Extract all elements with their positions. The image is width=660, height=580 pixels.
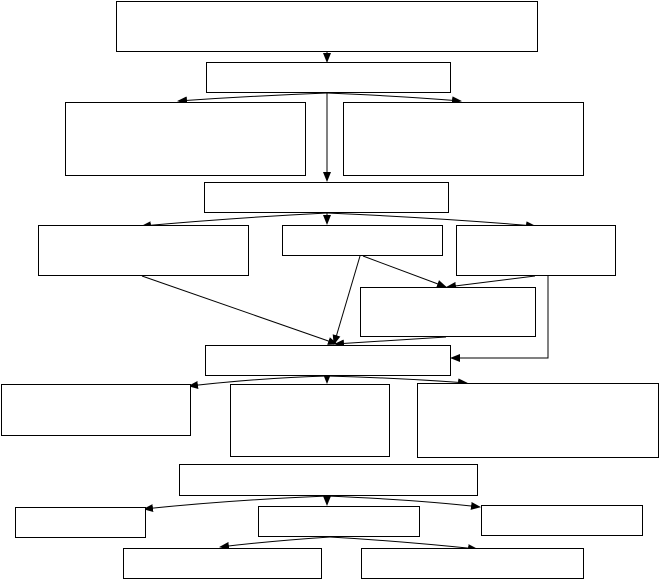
node-level5-left	[38, 225, 249, 276]
edge-level2-to-right	[326, 92, 462, 105]
node-level8-middle	[230, 384, 390, 457]
node-level6	[360, 287, 536, 337]
node-level7	[205, 345, 451, 376]
node-top	[116, 1, 538, 52]
edge-level6-to-level7	[334, 336, 447, 348]
node-level3-right	[343, 102, 584, 176]
edge-level10-to-right	[329, 536, 478, 553]
edge-level9-to-left	[143, 495, 328, 513]
node-level8-right	[417, 383, 659, 458]
node-level5-right	[456, 225, 616, 276]
edge-level2-to-left	[177, 92, 328, 105]
node-level11-left	[123, 548, 322, 579]
edge-level4-to-left	[141, 212, 328, 230]
node-level10-left	[15, 507, 146, 538]
edge-middle-to-level6	[362, 255, 447, 288]
node-level8-left	[1, 384, 191, 436]
node-level10-middle	[258, 506, 420, 537]
node-level4	[204, 182, 449, 213]
edge-right-elbow-to-level7	[450, 276, 549, 362]
edge-level9-to-right	[326, 495, 481, 510]
node-level5-middle	[282, 225, 443, 256]
edge-level7-to-left	[188, 375, 328, 389]
node-level11-right	[361, 548, 584, 579]
edge-left-to-level7	[141, 275, 338, 345]
edge-middle-to-level7	[332, 255, 361, 345]
node-level10-right	[481, 505, 643, 536]
edge-level4-to-right	[326, 212, 536, 230]
node-level2	[206, 62, 451, 93]
edge-level10-to-left	[219, 536, 331, 550]
edge-level7-to-right	[326, 375, 468, 387]
node-level3-left	[65, 102, 306, 176]
node-level9	[179, 464, 478, 496]
edge-right-to-level6	[446, 275, 536, 290]
